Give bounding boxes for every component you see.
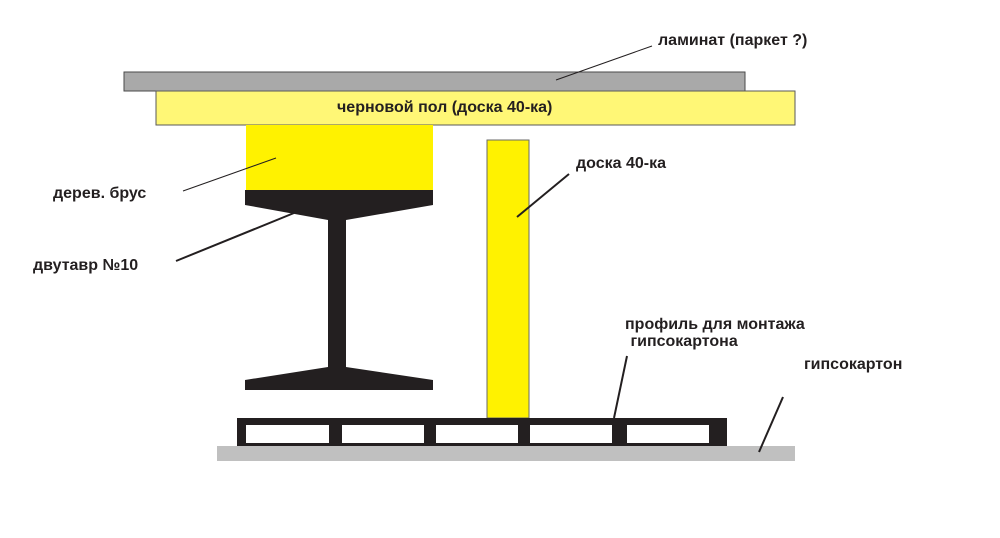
i-beam bbox=[245, 190, 433, 390]
profile-slot bbox=[530, 425, 612, 443]
profile-label-line2: гипсокартона bbox=[626, 333, 738, 350]
profile-slot bbox=[627, 425, 709, 443]
subfloor-board bbox=[155, 90, 796, 126]
drywall-sheet bbox=[217, 446, 795, 461]
profile-slot bbox=[436, 425, 518, 443]
i-beam-leader bbox=[175, 212, 295, 262]
drywall-label: гипсокартон bbox=[804, 356, 903, 373]
profile-slot bbox=[246, 425, 329, 443]
wood-beam-label: дерев. брус bbox=[53, 185, 147, 202]
laminate-layer bbox=[123, 71, 746, 92]
drywall-leader bbox=[758, 396, 784, 453]
profile-slot bbox=[342, 425, 424, 443]
wood-beam bbox=[246, 125, 433, 190]
wood-beam-leader bbox=[182, 157, 277, 192]
board-label: доска 40-ка bbox=[576, 155, 666, 172]
laminate-leader bbox=[555, 45, 653, 81]
laminate-label: ламинат (паркет ?) bbox=[658, 32, 808, 49]
i-beam-label: двутавр №10 bbox=[33, 257, 139, 274]
profile-label-line1: профиль для монтажа bbox=[625, 316, 805, 333]
board-leader bbox=[516, 173, 570, 218]
subfloor-label: черновой пол (доска 40-ка) bbox=[337, 99, 553, 116]
profile-leader bbox=[613, 355, 628, 419]
vertical-board bbox=[486, 139, 530, 419]
